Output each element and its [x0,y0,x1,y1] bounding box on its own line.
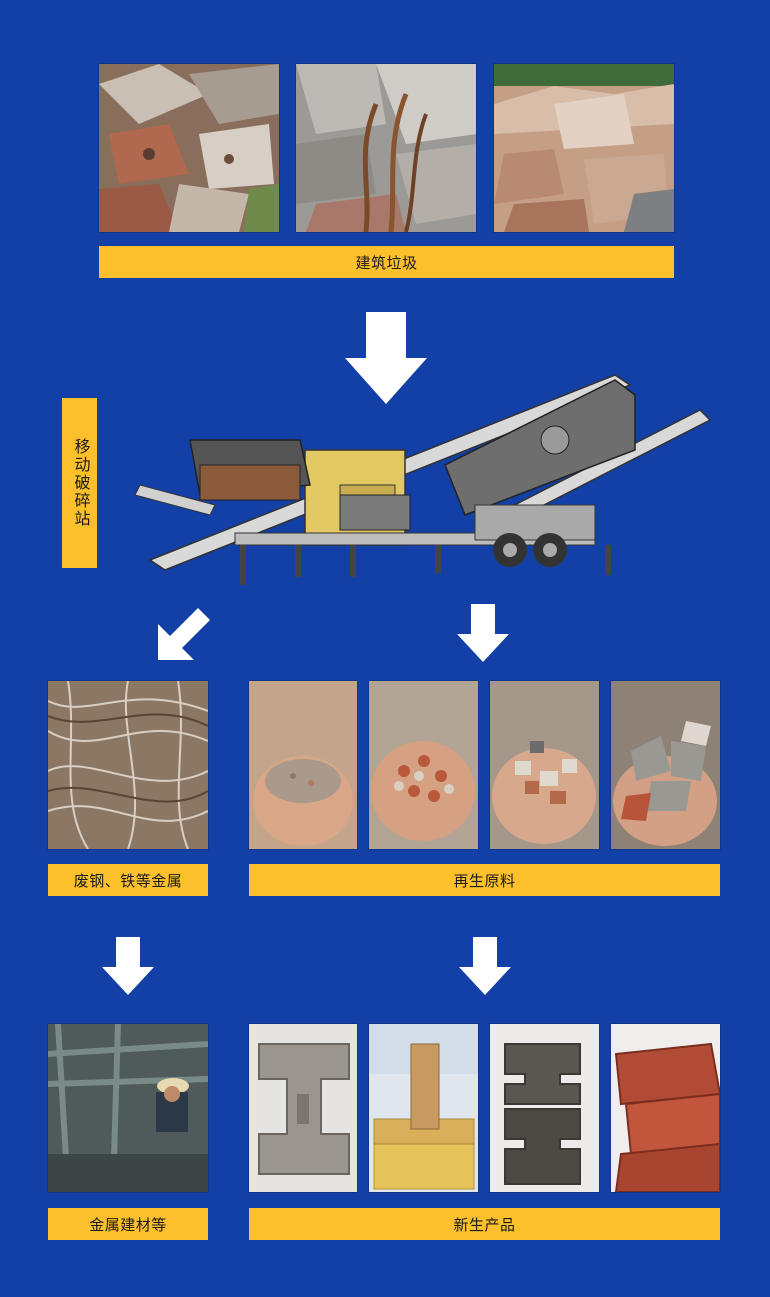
recycled-material-label: 再生原料 [249,864,720,896]
down-arrow-icon [345,312,427,404]
down-arrow-icon [102,937,154,995]
rubble-pile-photo [494,64,674,232]
construction-waste-label: 建筑垃圾 [99,246,674,278]
small-aggregate-hand-photo [369,681,478,849]
diagonal-arrow-icon [158,608,210,660]
new-products-label: 新生产品 [249,1208,720,1240]
coarse-aggregate-hand-photo [611,681,720,849]
yellow-paving-brick-photo [369,1024,478,1192]
mobile-crushing-station-label: 移动破碎站 [62,398,97,568]
down-arrow-icon [457,604,509,662]
mobile-crushing-station-machine [134,355,720,590]
rubble-rebar-concrete-photo [296,64,476,232]
scrap-steel-photo [48,681,208,849]
interlocking-brick-photo [249,1024,357,1192]
down-arrow-icon [459,937,511,995]
steel-structure-worker-photo [48,1024,208,1192]
fine-sand-hand-photo [249,681,357,849]
rubble-bricks-photo [99,64,279,232]
metal-building-material-label: 金属建材等 [48,1208,208,1240]
gray-interlock-bricks-photo [490,1024,599,1192]
scrap-metal-label: 废钢、铁等金属 [48,864,208,896]
red-bricks-photo [611,1024,720,1192]
medium-aggregate-hand-photo [490,681,599,849]
